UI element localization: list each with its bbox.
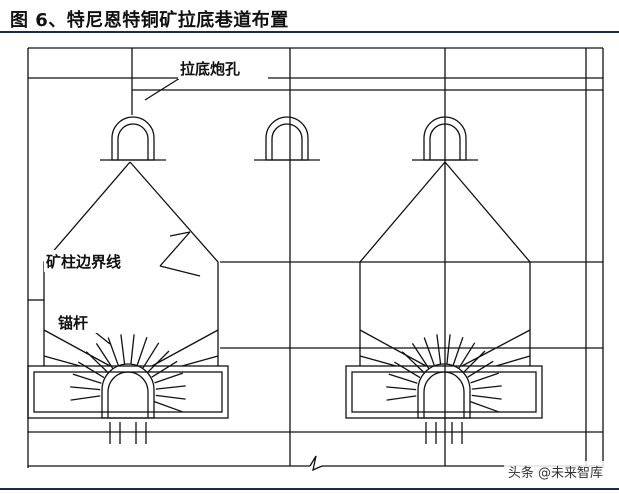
haulage-block-right [345,365,543,419]
rock-bolt [467,360,494,378]
top-rule [0,31,619,33]
rock-bolt [120,334,126,365]
rock-bolt [446,334,451,365]
rock-bolt [470,372,500,384]
rock-bolt [151,360,178,378]
rock-bolts-right [386,334,502,444]
rock-bolt [386,395,417,401]
rock-bolt [155,394,186,400]
rock-bolt [411,343,430,369]
haulage-block-left [27,365,229,419]
rock-bolt [393,361,421,379]
upper-drift-left [111,116,155,161]
watermark: 头条 @未来智库 [503,461,607,482]
haulage-drift-right [417,363,471,419]
bottom-rule [0,488,619,490]
break-symbol [309,455,323,472]
rock-bolt [85,351,109,373]
rock-bolt [142,342,160,369]
rock-bolt [471,394,502,400]
rock-bolt [130,334,135,365]
rock-bolt [388,373,418,384]
rock-bolt [463,350,486,373]
figure-title: 图 6、特尼恩特铜矿拉底巷道布置 [10,10,289,31]
rock-bolt [401,351,425,373]
rock-bolt [436,334,442,365]
pillar-boundary-label: 矿柱边界线 [46,253,121,271]
upper-drift-right [423,116,467,161]
rock-bolt [154,372,184,384]
upper-drift-middle [265,116,309,161]
rock-bolt [470,400,499,413]
rock-bolt [423,337,436,366]
rock-bolt [471,385,502,390]
rock-bolt [77,361,105,379]
undercut-hole-leader [144,77,181,101]
rock-bolt [136,336,148,366]
rock-bolt [72,373,102,384]
rock-bolt [386,386,417,391]
rock-bolt [107,337,120,366]
rock-bolt [70,386,101,391]
rock-bolts-left [70,334,186,444]
rock-bolt [458,342,476,369]
drawbell-right [359,161,531,366]
rock-bolt [95,343,114,369]
rock-bolt-label: 锚杆 [58,314,88,332]
rock-bolt [155,385,186,390]
undercut-hole-label: 拉底炮孔 [180,60,240,78]
haulage-drift-left [101,363,155,419]
rock-bolt [147,350,170,373]
rock-bolt [154,400,183,413]
rock-bolt [452,336,464,366]
rock-bolt [70,395,101,401]
